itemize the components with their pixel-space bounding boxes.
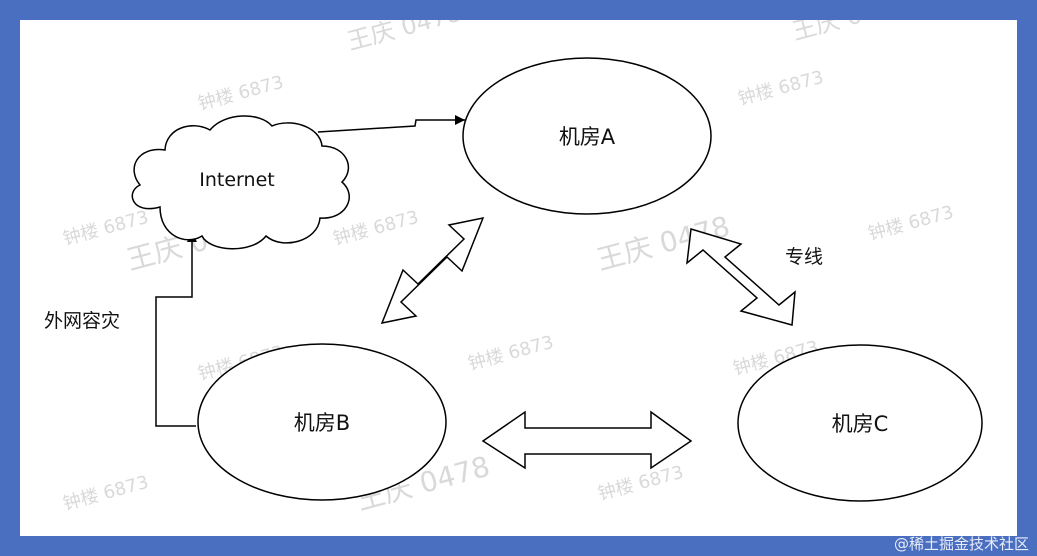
node-internet-label: Internet bbox=[199, 169, 274, 191]
credit-watermark: @稀土掘金技术社区 bbox=[893, 535, 1029, 553]
watermark: 钟楼 6873 bbox=[61, 472, 151, 515]
double-arrow-room-a-room-c bbox=[686, 228, 796, 326]
watermark: 钟楼 6873 bbox=[736, 67, 826, 110]
node-room-b: 机房B bbox=[197, 343, 447, 501]
node-internet: Internet bbox=[131, 115, 350, 250]
connector-internet-to-room-a bbox=[317, 115, 465, 133]
watermark: 钟楼 6873 bbox=[866, 202, 956, 245]
double-arrow-room-b-room-c bbox=[481, 410, 693, 470]
watermark: 钟楼 6873 bbox=[596, 462, 686, 505]
network-diagram: 王庆 0478 王庆 0478 王庆 0478 王庆 0478 王庆 0478 … bbox=[44, 20, 983, 517]
cloud-shape bbox=[131, 115, 350, 250]
node-room-b-label: 机房B bbox=[294, 411, 350, 435]
label-dedicated-line: 专线 bbox=[785, 246, 823, 268]
watermark: 王庆 0478 bbox=[344, 20, 464, 56]
label-external-dr: 外网容灾 bbox=[44, 310, 120, 332]
watermark: 钟楼 6873 bbox=[196, 72, 286, 115]
node-room-c: 机房C bbox=[737, 344, 983, 502]
room-a-ellipse bbox=[462, 57, 712, 215]
double-arrow-room-a-room-b bbox=[380, 216, 485, 325]
node-room-c-label: 机房C bbox=[832, 412, 889, 436]
node-room-a: 机房A bbox=[462, 57, 712, 215]
watermark: 钟楼 6873 bbox=[466, 332, 556, 375]
connector-room-b-to-internet bbox=[155, 232, 197, 427]
room-b-ellipse bbox=[197, 343, 447, 501]
diagram-canvas: 王庆 0478 王庆 0478 王庆 0478 王庆 0478 王庆 0478 … bbox=[20, 20, 1017, 536]
watermark: 王庆 0478 bbox=[789, 20, 909, 46]
watermark: 钟楼 6873 bbox=[331, 207, 421, 250]
room-c-ellipse bbox=[737, 344, 983, 502]
node-room-a-label: 机房A bbox=[559, 125, 616, 149]
